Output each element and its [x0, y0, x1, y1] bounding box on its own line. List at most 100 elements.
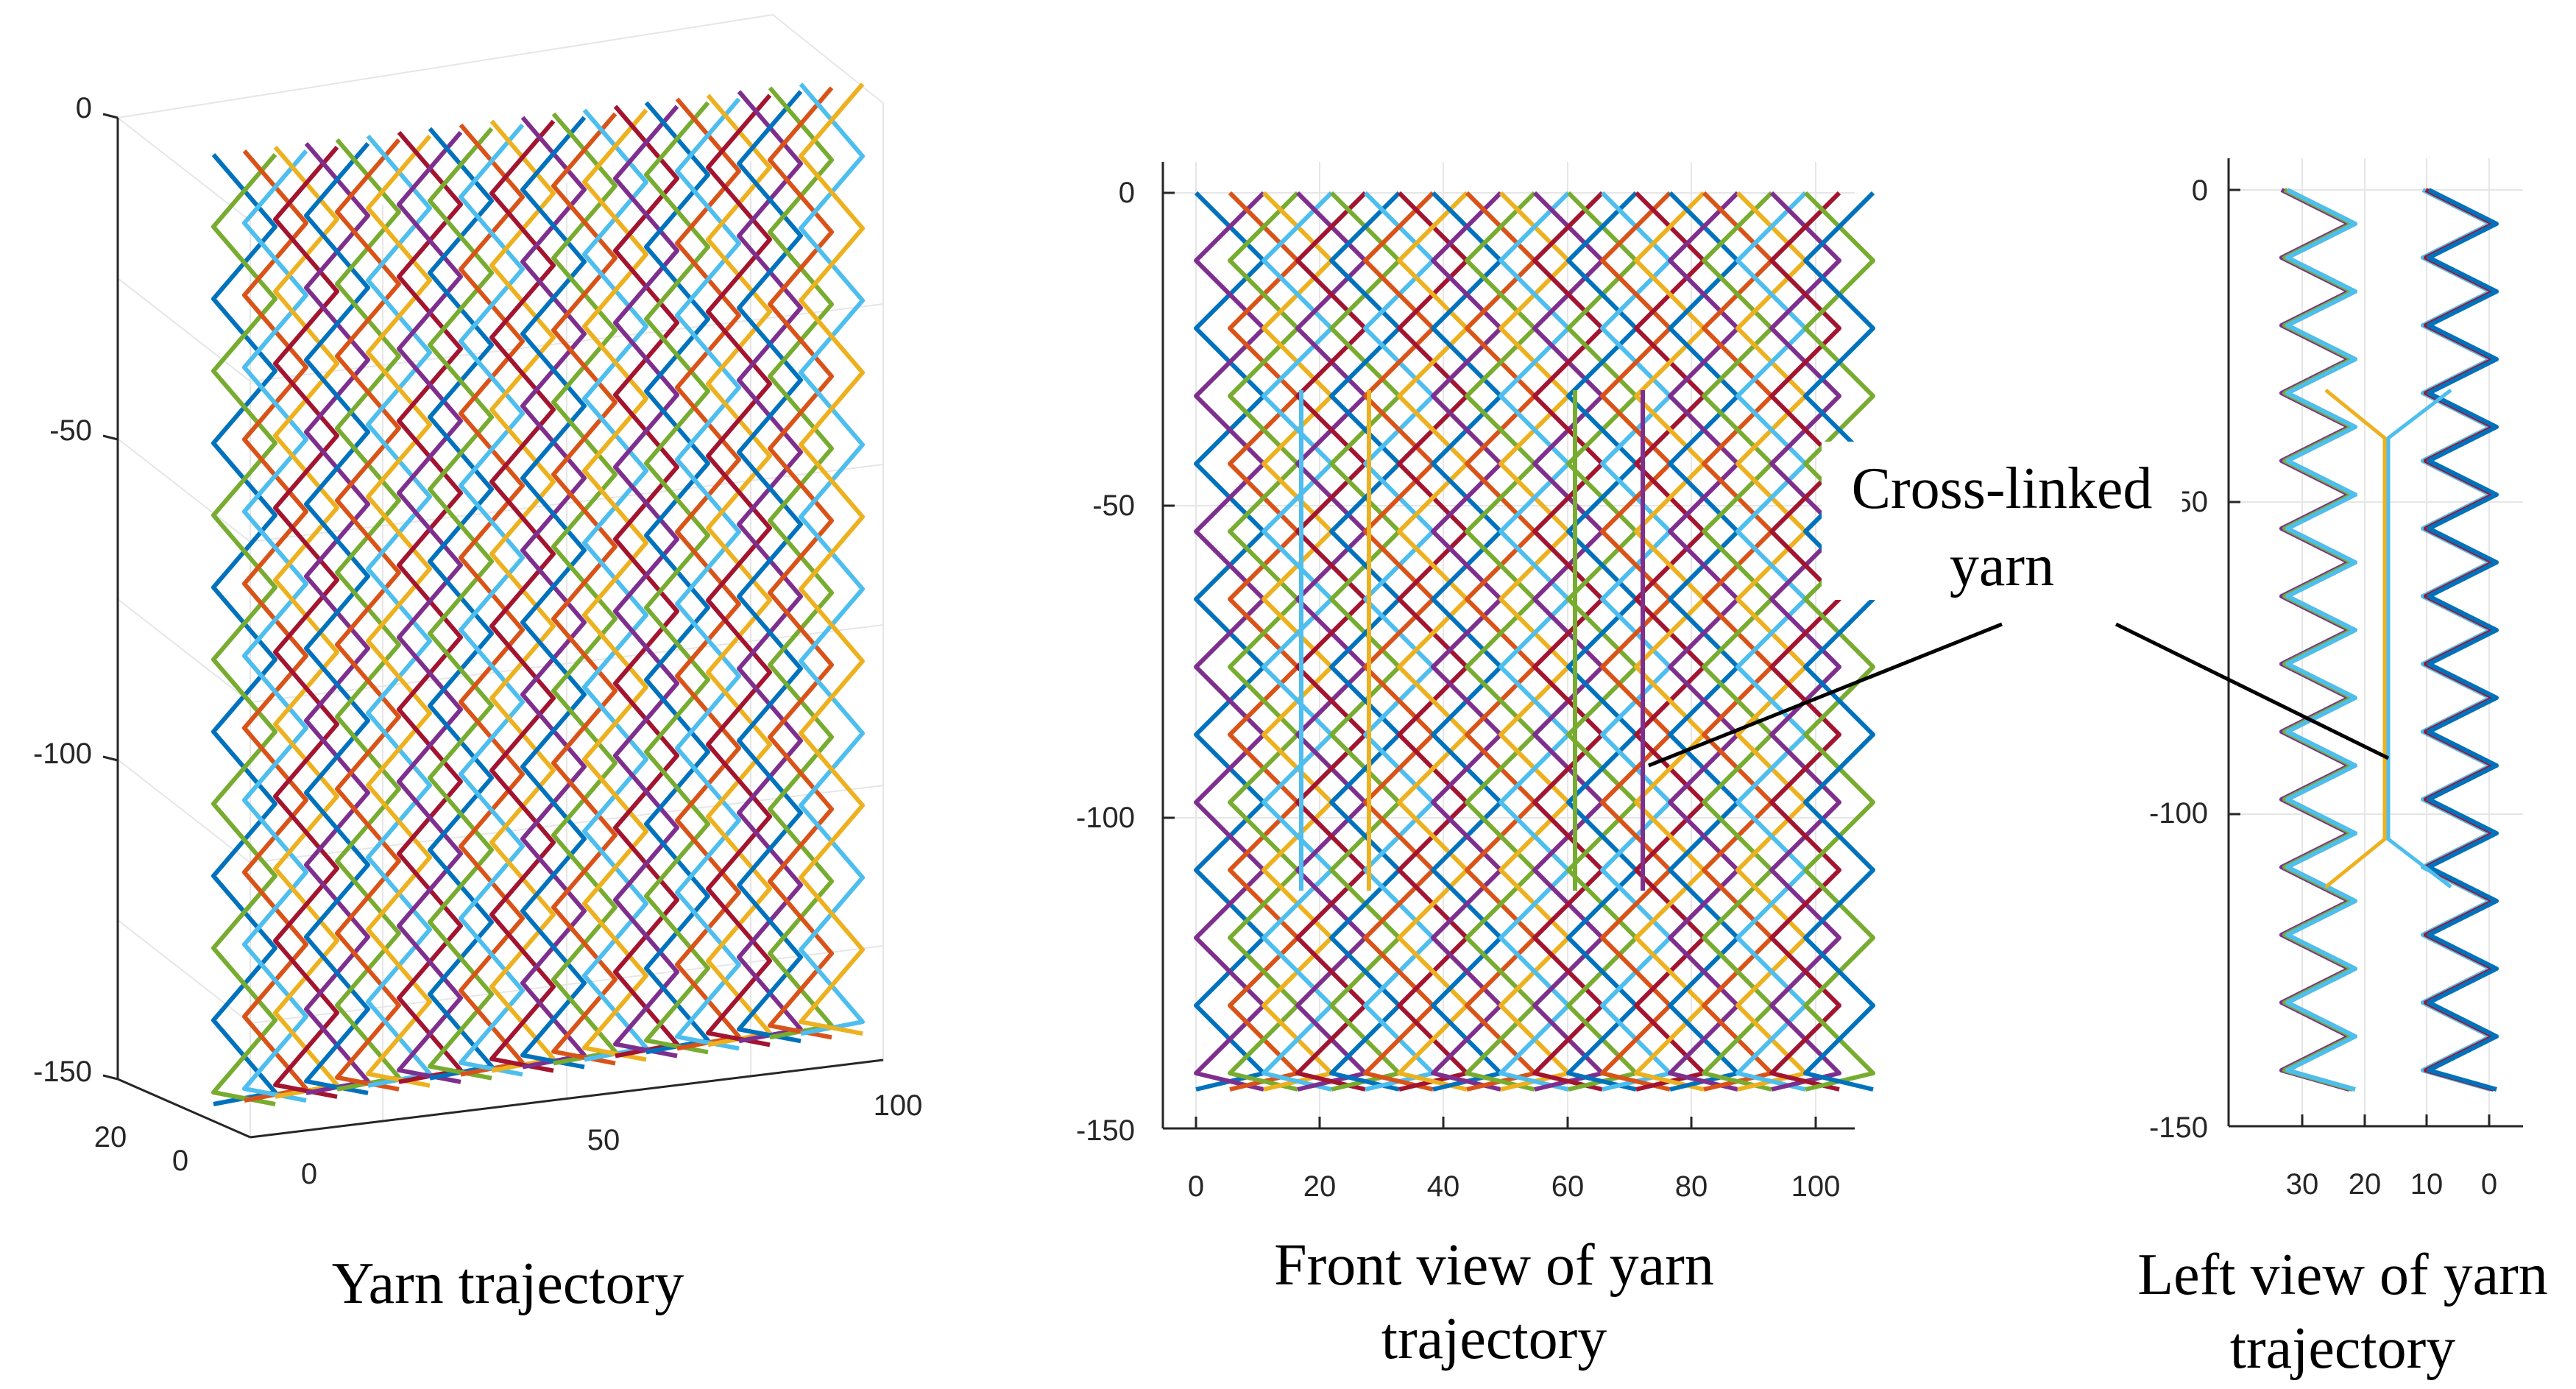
- iso-yarn: [428, 127, 494, 1081]
- front-yarns: [1194, 191, 1875, 1092]
- left-y-tick-labels: 0 -50 -100 -150: [2149, 174, 2208, 1144]
- front-y-tick-label: -150: [1076, 1114, 1135, 1147]
- iso-grid-line: [117, 759, 251, 863]
- iso-x-ticks: 0 50 100: [301, 1089, 923, 1190]
- iso-yarn: [675, 97, 741, 1051]
- left-axes: [2227, 158, 2523, 1128]
- iso-yarn: [768, 86, 834, 1040]
- left-x-tick-label: 10: [2410, 1168, 2444, 1201]
- front-yarn: [1465, 191, 1537, 1092]
- front-yarn: [1329, 191, 1401, 1092]
- front-yarn: [1803, 191, 1875, 1092]
- front-y-tick-label: -50: [1092, 489, 1135, 522]
- iso-x-tick-label: 50: [587, 1124, 620, 1156]
- iso-z-ticks: 0 -50 -100 -150: [33, 92, 118, 1088]
- front-yarn: [1363, 191, 1435, 1092]
- iso-z-tick-label: -150: [33, 1056, 92, 1088]
- iso-yarn: [613, 105, 679, 1058]
- iso-yarn: [335, 138, 401, 1092]
- left-grid: [2229, 158, 2523, 1127]
- iso-yarn: [768, 86, 834, 1040]
- iso-yarn: [211, 153, 277, 1106]
- iso-yarn: [582, 108, 648, 1062]
- iso-yarn: [428, 127, 494, 1081]
- annotation-line-1: Cross-linked: [1852, 456, 2153, 521]
- iso-yarn: [737, 90, 803, 1044]
- front-yarn: [1498, 191, 1571, 1092]
- left-x-tick-label: 20: [2349, 1168, 2382, 1201]
- front-yarn: [1262, 191, 1334, 1092]
- leader-line-front: [1648, 622, 2003, 768]
- front-yarn: [1769, 191, 1841, 1092]
- iso-yarn: [366, 134, 432, 1088]
- iso-yarn: [304, 141, 370, 1095]
- front-yarn: [1295, 191, 1367, 1092]
- iso-yarn: [520, 116, 587, 1070]
- front-y-tick-label: 0: [1119, 177, 1135, 209]
- iso-grid-line: [117, 438, 251, 542]
- iso-yarn: [489, 119, 556, 1073]
- front-x-tick-label: 40: [1427, 1170, 1460, 1203]
- iso-yarn: [613, 105, 679, 1058]
- left-yarn: [2427, 188, 2499, 1092]
- front-yarn: [1803, 191, 1875, 1092]
- iso-y-tick-label: 20: [94, 1121, 127, 1153]
- iso-grid-line: [117, 278, 251, 382]
- iso-z-tick-label: -50: [49, 414, 92, 447]
- front-y-tick-label: -100: [1076, 802, 1135, 834]
- annotation-line-2: yarn: [1950, 534, 2054, 598]
- annotation-backdrop: [1822, 442, 2182, 600]
- iso-yarn: [397, 130, 463, 1084]
- left-x-tick-label: 30: [2286, 1168, 2319, 1201]
- front-yarn: [1532, 191, 1604, 1092]
- left-yarn: [2285, 188, 2357, 1092]
- iso-yarn: [366, 134, 432, 1088]
- iso-yarn: [459, 123, 525, 1077]
- iso-yarn: [582, 108, 648, 1062]
- iso-yarns: [211, 82, 865, 1106]
- iso-grid-line: [117, 598, 251, 703]
- front-yarn: [1735, 191, 1808, 1092]
- iso-yarn: [397, 130, 463, 1084]
- front-yarn: [1194, 191, 1266, 1092]
- left-cross-link-yarn: [2386, 389, 2452, 888]
- iso-yarn: [706, 93, 772, 1047]
- iso-axes: [116, 118, 884, 1139]
- left-y-tick-label: 0: [2192, 174, 2208, 207]
- front-yarn: [1431, 191, 1503, 1092]
- left-y-tick-label: -100: [2149, 797, 2208, 830]
- iso-yarn: [489, 119, 556, 1073]
- left-x-tick-labels: 30 20 10 0: [2286, 1168, 2497, 1201]
- front-axes: [1161, 162, 1855, 1130]
- iso-yarn: [242, 149, 308, 1103]
- iso-yarn: [737, 90, 803, 1044]
- iso-panel: 0 -50 -100 -150 0 50 100 20 0 Yarn traje…: [33, 13, 923, 1316]
- front-caption-line-1: Front view of yarn: [1274, 1233, 1714, 1298]
- left-panel: 0 -50 -100 -150 30 20 10 0 Left view of …: [2137, 158, 2548, 1381]
- front-caption-line-2: trajectory: [1381, 1307, 1607, 1371]
- iso-yarn: [551, 112, 618, 1066]
- iso-yarn: [675, 97, 741, 1051]
- front-ticks: [1163, 191, 1817, 1130]
- iso-yarn: [211, 153, 277, 1106]
- iso-y-tick-label: 0: [172, 1145, 188, 1177]
- iso-x-tick-label: 0: [301, 1158, 317, 1190]
- iso-yarn: [273, 145, 339, 1099]
- front-yarn: [1228, 191, 1300, 1092]
- front-yarn: [1566, 191, 1638, 1092]
- front-yarn: [1668, 191, 1740, 1092]
- left-yarns: [2279, 188, 2499, 1092]
- iso-z-tick-label: -100: [33, 738, 92, 770]
- leader-line-left: [2115, 622, 2390, 760]
- cross-link-annotation: Cross-linked yarn: [1648, 442, 2390, 768]
- iso-yarn: [335, 138, 401, 1092]
- iso-y-ticks: 20 0: [94, 1121, 188, 1177]
- left-x-tick-label: 0: [2481, 1168, 2497, 1201]
- iso-yarn: [551, 112, 618, 1066]
- iso-grid-line: [117, 919, 251, 1024]
- front-x-tick-label: 20: [1303, 1170, 1337, 1203]
- front-x-tick-label: 0: [1188, 1170, 1204, 1203]
- iso-yarn: [242, 149, 308, 1103]
- front-yarn: [1769, 191, 1841, 1092]
